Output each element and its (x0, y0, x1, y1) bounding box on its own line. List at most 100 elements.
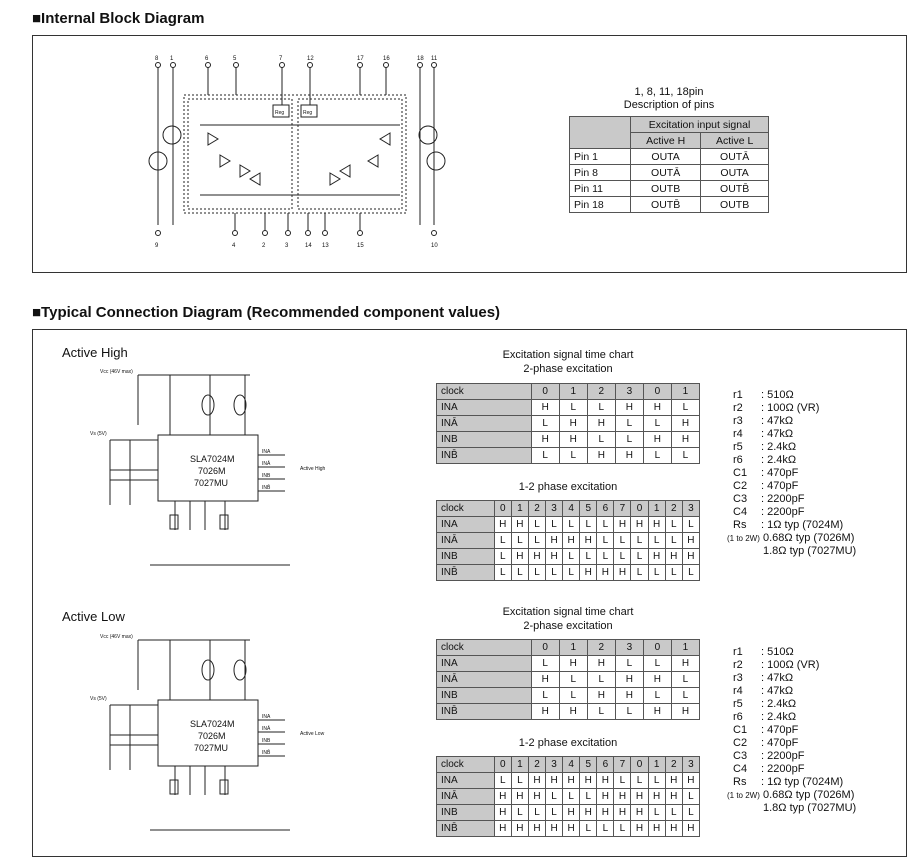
signal-value-cell: L (681, 804, 701, 821)
signal-value-cell: H (562, 772, 581, 789)
table-header-cell: 6 (596, 500, 615, 517)
rs-value: 1.8Ω typ (7027MU) (763, 802, 857, 814)
signal-value-cell: L (530, 415, 560, 432)
signal-value-cell: H (530, 431, 560, 448)
signal-value-cell: L (545, 516, 564, 533)
table-header-cell: 2 (527, 756, 547, 773)
signal-value-cell: L (586, 703, 616, 720)
svg-text:12: 12 (307, 56, 314, 62)
table-header-cell: 2 (527, 500, 547, 517)
table-header-cell: 0 (642, 383, 672, 400)
signal-value-cell: H (647, 820, 666, 837)
signal-value-cell: L (558, 671, 588, 688)
table-header-cell: 3 (681, 756, 701, 773)
signal-value-cell: L (579, 548, 598, 565)
signal-value-cell: L (681, 788, 701, 805)
signal-value-cell: H (558, 431, 588, 448)
signal-name-cell: INA (436, 772, 495, 789)
signal-value-cell: L (527, 804, 547, 821)
svg-text:7026M: 7026M (198, 466, 226, 476)
signal-value-cell: L (545, 788, 564, 805)
svg-text:15: 15 (357, 243, 364, 249)
svg-text:INĀ: INĀ (262, 460, 271, 467)
svg-text:Active High: Active High (300, 466, 326, 472)
signal-value-cell: L (510, 532, 529, 549)
component-item: r4: 47kΩ (733, 428, 794, 440)
component-item: r3: 47kΩ (733, 672, 794, 684)
table-header-cell: 4 (562, 756, 581, 773)
signal-value-cell: L (510, 772, 529, 789)
signal-value-cell: H (614, 447, 644, 464)
signal-value-cell: L (527, 516, 547, 533)
active-low-circuit: Vcc (46V max) Vs (5V) Active Low INA INĀ… (90, 634, 325, 831)
signal-value-cell: H (493, 820, 512, 837)
table-header-cell: 3 (614, 383, 644, 400)
table-header-cell: 0 (530, 383, 560, 400)
component-item: C4: 2200pF (733, 506, 805, 518)
signal-name-cell: INĀ (436, 532, 495, 549)
signal-value-cell: L (596, 532, 615, 549)
signal-value-cell: L (630, 772, 649, 789)
component-item: r5: 2.4kΩ (733, 698, 797, 710)
signal-value-cell: L (545, 564, 564, 581)
signal-value-cell: L (664, 516, 683, 533)
table-header-cell: 2 (664, 756, 683, 773)
signal-name-cell: INB (436, 804, 495, 821)
signal-value-cell: H (510, 788, 529, 805)
signal-value-cell: H (614, 399, 644, 416)
table-header-cell: clock (436, 383, 532, 400)
internal-block-diagram: 8 1 6 5 7 12 17 16 18 11 9 4 2 3 14 13 1… (148, 56, 446, 249)
table-header-cell: 0 (493, 756, 512, 773)
svg-text:Vs (5V): Vs (5V) (90, 431, 107, 437)
signal-value-cell: H (681, 772, 701, 789)
svg-text:Vs (5V): Vs (5V) (90, 696, 107, 702)
signal-value-cell: L (558, 399, 588, 416)
table-header-cell: clock (436, 639, 532, 656)
signal-value-cell: L (664, 564, 683, 581)
signal-value-cell: L (586, 399, 616, 416)
signal-value-cell: H (527, 772, 547, 789)
rs-value: 0.68Ω typ (7026M) (763, 789, 855, 801)
signal-value-cell: L (642, 447, 672, 464)
pin-table-group-header: Excitation input signal (630, 116, 769, 133)
signal-value-cell: L (647, 532, 666, 549)
table-header-cell: clock (436, 756, 495, 773)
svg-text:17: 17 (357, 56, 364, 62)
signal-value-cell: H (630, 804, 649, 821)
signal-value-cell: H (510, 516, 529, 533)
table-header-cell: 0 (642, 639, 672, 656)
component-item: C3: 2200pF (733, 493, 805, 505)
active-low-label: Active Low (62, 609, 125, 624)
signal-value-cell: L (530, 655, 560, 672)
signal-value-cell: L (613, 532, 632, 549)
signal-value-cell: L (614, 415, 644, 432)
signal-value-cell: H (558, 655, 588, 672)
active-low-two-phase-label: 2-phase excitation (523, 620, 613, 632)
signal-name-cell: INB (436, 548, 495, 565)
signal-name-cell: INĀ (436, 415, 532, 432)
svg-text:16: 16 (383, 56, 390, 62)
svg-text:3: 3 (285, 243, 289, 249)
svg-text:INĀ: INĀ (262, 725, 271, 732)
pins-desc-line1: 1, 8, 11, 18pin (634, 86, 704, 98)
signal-name-cell: INĀ (436, 788, 495, 805)
signal-value-cell: L (613, 772, 632, 789)
signal-value-cell: H (545, 532, 564, 549)
connection-diagram-frame (32, 329, 907, 857)
signal-value-cell: H (586, 687, 616, 704)
signal-value-cell: H (670, 415, 701, 432)
signal-value-cell: L (642, 655, 672, 672)
svg-text:Vcc (46V max): Vcc (46V max) (100, 369, 133, 375)
component-item: C2: 470pF (733, 737, 799, 749)
signal-name-cell: INB̄ (436, 703, 532, 720)
signal-name-cell: INA (436, 399, 532, 416)
signal-value-cell: H (664, 772, 683, 789)
